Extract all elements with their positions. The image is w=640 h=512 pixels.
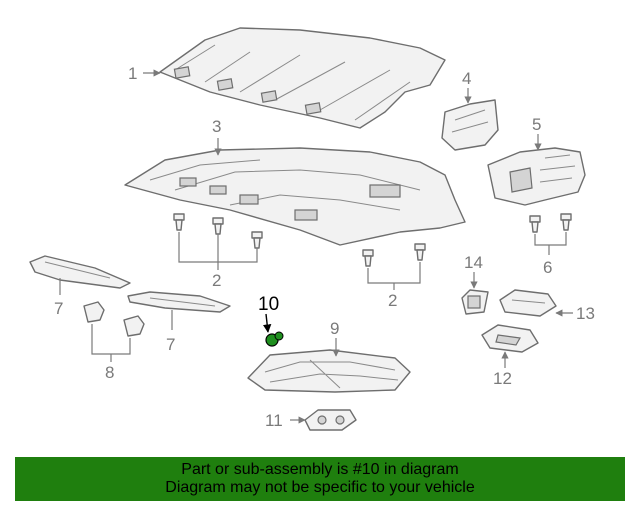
part-9-overhead-console (247, 349, 411, 393)
part-2-clips-group-b (362, 243, 426, 267)
callout-1: 1 (128, 64, 137, 83)
callout-13: 13 (576, 304, 595, 323)
part-5-console-housing (487, 147, 586, 206)
callout-12: 12 (493, 369, 512, 388)
part-1-headliner-panel (159, 27, 446, 129)
leader-2b-bracket (367, 262, 421, 284)
leader-6 (534, 232, 567, 255)
info-banner: Part or sub-assembly is #10 in diagram D… (15, 457, 625, 501)
leader-2a-bracket (178, 232, 258, 263)
callout-7a: 7 (54, 299, 63, 318)
part-13-lamp-housing (499, 289, 557, 317)
callout-2b: 2 (388, 291, 397, 310)
part-6-clips (529, 213, 572, 233)
leader-8 (91, 324, 131, 362)
leader-10 (262, 313, 272, 333)
callout-10: 10 (258, 294, 279, 315)
callout-4: 4 (462, 69, 471, 88)
banner-line-disclaimer: Diagram may not be specific to your vehi… (165, 479, 475, 496)
part-2-clips-group-a (173, 213, 263, 249)
part-7-sun-visor-left (29, 255, 131, 289)
callout-5: 5 (532, 115, 541, 134)
part-12-map-lamp (481, 324, 539, 353)
part-11-lamp-lens (304, 409, 357, 431)
parts-diagram: 1 2 2 3 4 5 6 7 7 8 9 10 11 12 13 14 (29, 27, 595, 431)
callout-14: 14 (464, 253, 483, 272)
callout-2a: 2 (212, 271, 221, 290)
callout-7b: 7 (166, 335, 175, 354)
banner-line-part: Part or sub-assembly is #10 in diagram (181, 461, 459, 478)
part-3-headliner-substrate (124, 147, 466, 246)
part-4-bracket (441, 99, 499, 151)
part-7-sun-visor-right (127, 291, 231, 313)
callout-3: 3 (212, 117, 221, 136)
callout-9: 9 (330, 319, 339, 338)
part-10-fastener (265, 331, 284, 347)
part-14-switch (461, 289, 489, 315)
part-8-visor-clips (83, 301, 145, 337)
callout-8: 8 (105, 363, 114, 382)
callout-6: 6 (543, 258, 552, 277)
callout-11: 11 (265, 411, 283, 430)
